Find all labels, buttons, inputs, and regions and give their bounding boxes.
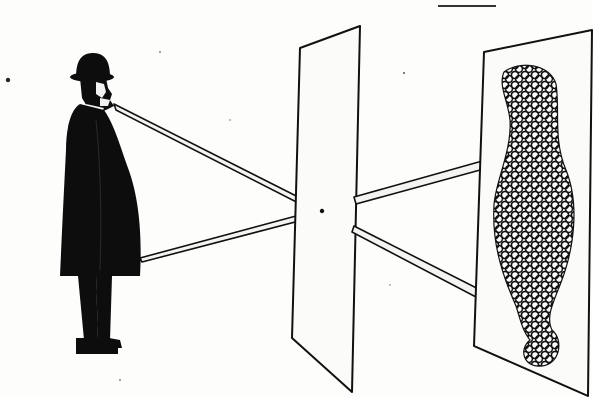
paper-specks [5, 5, 587, 381]
pinhole [319, 208, 325, 214]
inverted-image-outline [493, 64, 575, 367]
pinhole-screen [291, 25, 361, 393]
upper-ray-left [113, 103, 323, 214]
man-figure [60, 53, 141, 354]
